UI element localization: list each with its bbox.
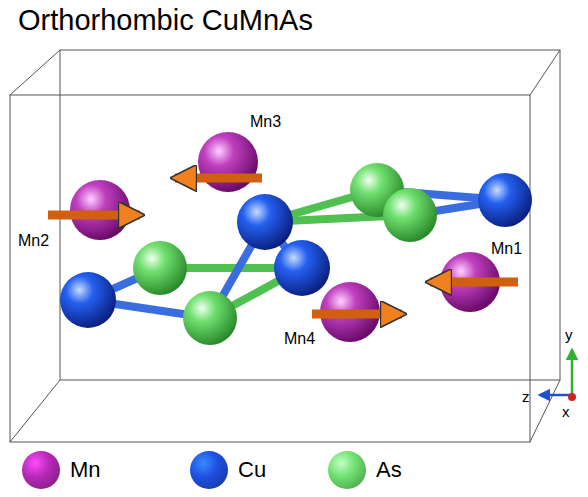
legend-swatch	[190, 451, 228, 489]
atom-label: Mn4	[284, 330, 315, 348]
axis-label: y	[565, 326, 573, 343]
axis-label: x	[562, 403, 570, 420]
unit-cell	[10, 50, 560, 442]
atoms	[60, 132, 532, 345]
legend-entry: Mn	[22, 451, 101, 489]
figure-title: Orthorhombic CuMnAs	[18, 4, 313, 37]
axis-triad	[540, 350, 576, 401]
spin-arrows	[48, 178, 518, 314]
atom-label: Mn1	[491, 240, 522, 258]
axis-label: z	[522, 388, 530, 405]
legend-swatch	[328, 451, 366, 489]
legend-entry: Cu	[190, 451, 266, 489]
legend-label: Mn	[70, 457, 101, 483]
legend-label: Cu	[238, 457, 266, 483]
legend-label: As	[376, 457, 402, 483]
atom-label: Mn3	[250, 113, 281, 131]
legend-swatch	[22, 451, 60, 489]
atom-label: Mn2	[18, 232, 49, 250]
bonds	[88, 190, 505, 318]
legend-entry: As	[328, 451, 402, 489]
